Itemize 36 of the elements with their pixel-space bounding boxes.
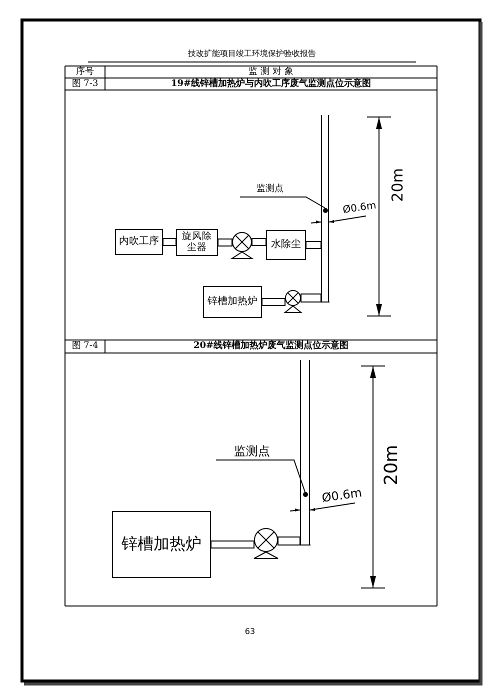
figure-caption: 19#线锌槽加热炉与内吹工序废气监测点位示意图 <box>170 80 372 89</box>
figure-number: 图 7-3 <box>72 80 98 89</box>
figure-caption: 20#线锌槽加热炉废气监测点位示意图 <box>193 342 349 351</box>
header-title: 技改扩能项目竣工环境保护验收报告 <box>188 50 316 58</box>
figure-number: 图 7-4 <box>72 342 98 351</box>
height-label: 20m <box>383 444 401 486</box>
process-box: 旋风除尘器 <box>176 229 218 256</box>
process-box: 内吹工序 <box>115 229 163 255</box>
page-number: 63 <box>244 628 256 636</box>
fan-symbol <box>285 290 301 313</box>
chimney <box>300 360 310 545</box>
pipe <box>162 238 176 246</box>
pipe <box>252 238 266 246</box>
monitoring-point-label: 监测点 <box>228 445 276 458</box>
pipe <box>218 238 232 246</box>
monitoring-point-dot <box>322 208 328 213</box>
leader-line <box>240 196 326 208</box>
monitoring-point-dot <box>302 492 308 497</box>
pipe <box>210 540 254 548</box>
diameter-label: Ø0.6m <box>342 201 377 216</box>
pipe <box>306 241 322 249</box>
diameter-label: Ø0.6m <box>321 486 363 504</box>
pipe <box>300 294 330 302</box>
pipe <box>278 536 311 546</box>
pipe <box>262 298 286 306</box>
process-box: 锌槽加热炉 <box>203 286 262 318</box>
chimney <box>321 115 329 302</box>
monitoring-point-label: 监测点 <box>252 183 288 195</box>
column-heading: 序号 <box>76 68 94 77</box>
fan-symbol <box>254 528 278 559</box>
process-box: 锌槽加热炉 <box>112 511 211 578</box>
process-box: 水除尘 <box>266 230 306 260</box>
column-heading: 监 测 对 象 <box>248 68 294 77</box>
fan-symbol <box>232 232 252 259</box>
height-label: 20m <box>390 168 406 202</box>
leader-line <box>216 460 306 492</box>
